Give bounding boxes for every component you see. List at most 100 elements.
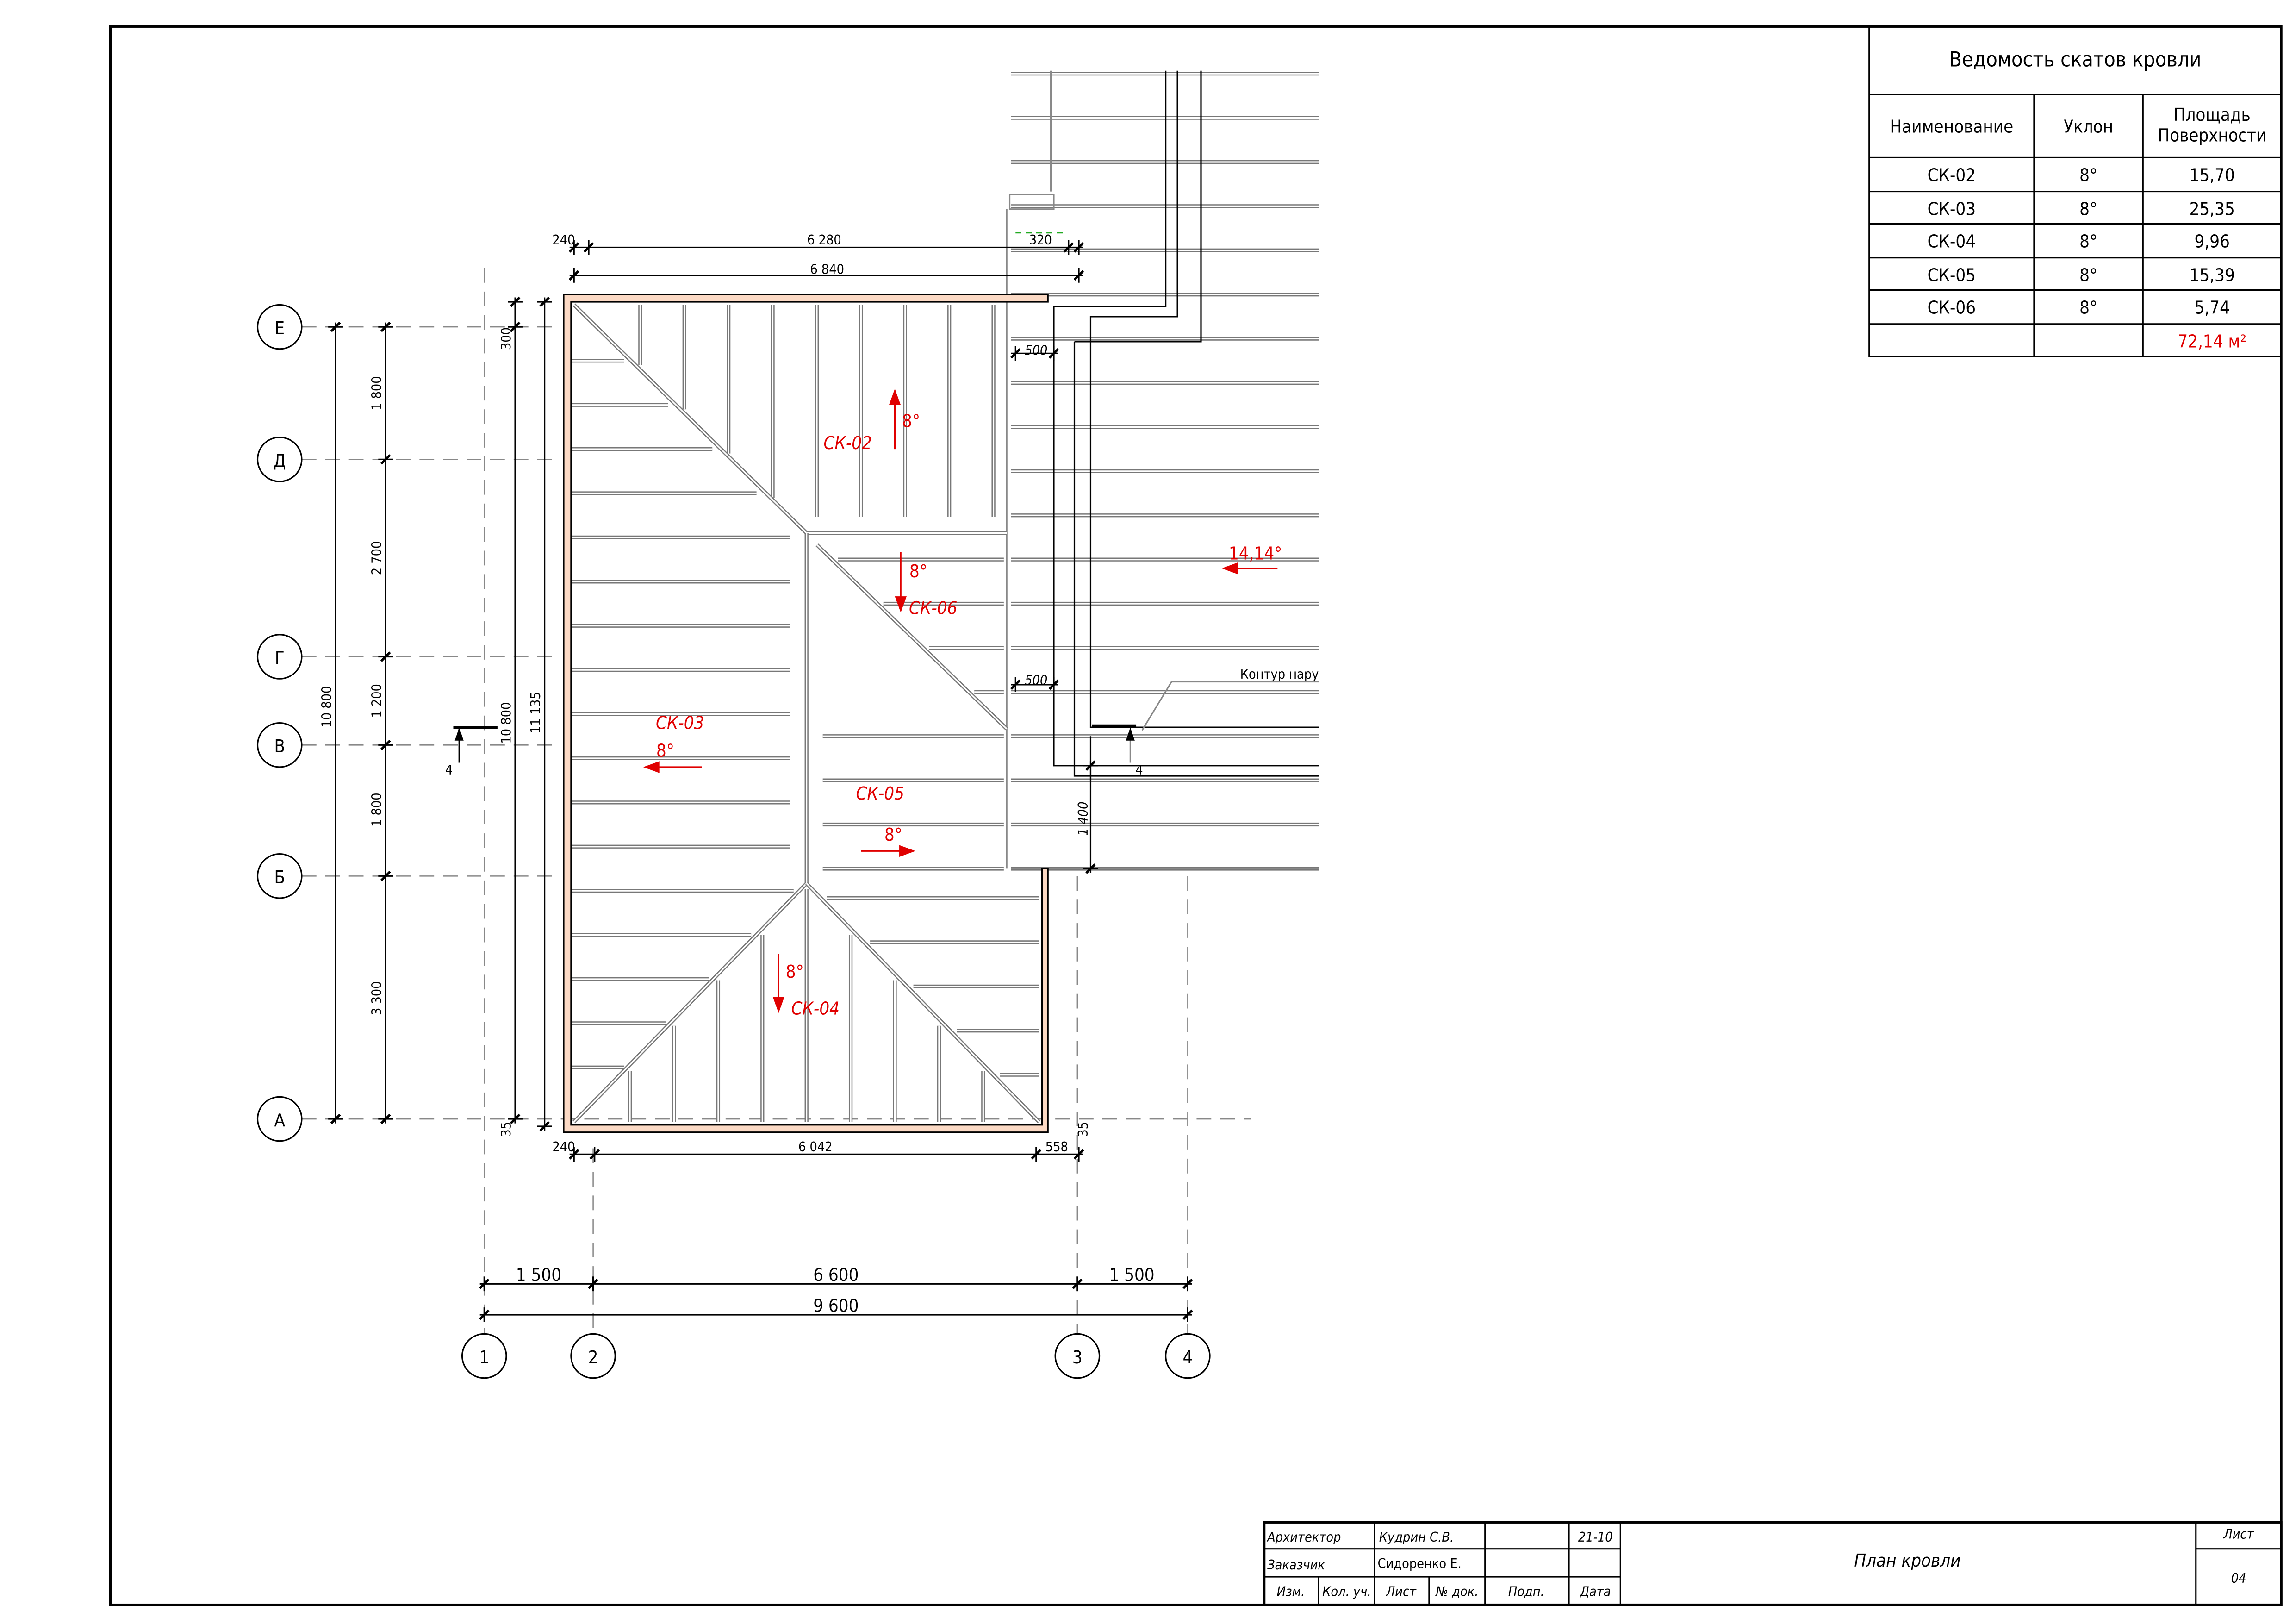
- label: СК-06: [909, 598, 957, 618]
- label: Контур нару: [1240, 666, 1319, 682]
- axis-marker-2: 2: [570, 1333, 616, 1379]
- label: 500: [1025, 672, 1047, 688]
- label: 1 200: [369, 684, 385, 718]
- label: № док.: [1435, 1583, 1478, 1599]
- label: 6 280: [807, 232, 841, 248]
- header-slope: Уклон: [2064, 116, 2113, 137]
- arrow-left-icon: [643, 761, 660, 773]
- label: 10 800: [498, 702, 514, 744]
- label: 1 800: [369, 793, 385, 827]
- label: СК-02: [1928, 165, 1976, 185]
- label: 8°: [2079, 165, 2097, 185]
- row-axis-markers: Е Д Г В Б А: [256, 304, 303, 1142]
- label: Подп.: [1508, 1583, 1544, 1599]
- slope-sk02: СК-02 8°: [824, 388, 920, 453]
- label: 1 800: [369, 376, 385, 410]
- label: 8°: [786, 962, 804, 982]
- axis-marker-E: Е: [256, 304, 303, 350]
- label: Архитектор: [1266, 1529, 1341, 1545]
- label: СК-04: [1928, 231, 1976, 251]
- label: 240: [552, 232, 575, 248]
- label: Д: [274, 450, 286, 471]
- axis-marker-V: В: [256, 722, 303, 768]
- label: Дата: [1580, 1583, 1611, 1599]
- label: 8°: [884, 824, 902, 845]
- label: Сидоренко Е.: [1378, 1555, 1462, 1571]
- axis-marker-4: 4: [1165, 1333, 1211, 1379]
- label: 4: [445, 762, 453, 778]
- axis-marker-1: 1: [461, 1333, 507, 1379]
- header-area: Площадь: [2174, 105, 2251, 125]
- slope-sk05: СК-05 8°: [856, 783, 916, 857]
- title-block: Архитектор Кудрин С.В. 21-10 Заказчик Си…: [1263, 1521, 2283, 1606]
- label: Е: [274, 318, 285, 338]
- label: В: [274, 736, 285, 756]
- label: А: [274, 1110, 285, 1131]
- label: 8°: [2079, 298, 2097, 318]
- table-row: СК-04 8° 9,96: [1928, 231, 2230, 251]
- label: 4: [1182, 1347, 1193, 1368]
- label: СК-06: [1928, 298, 1976, 318]
- label: СК-05: [1928, 265, 1976, 286]
- label: 1 400: [1075, 801, 1091, 836]
- label: 15,39: [2190, 265, 2235, 286]
- label: 10 800: [319, 686, 335, 728]
- contour-callout: Контур нару: [1141, 666, 1319, 731]
- label: Кол. уч.: [1322, 1583, 1371, 1599]
- table-row: СК-05 8° 15,39: [1928, 265, 2235, 286]
- label: 9,96: [2195, 231, 2230, 251]
- section-mark-left: 4: [445, 725, 498, 778]
- total-area: 72,14 м²: [2178, 331, 2246, 352]
- ridge-lines: [572, 303, 1041, 1124]
- axis-marker-D: Д: [256, 437, 303, 482]
- label: 6 840: [810, 262, 844, 277]
- label: 2 700: [369, 541, 385, 575]
- label: СК-05: [856, 783, 904, 804]
- label: 1: [479, 1347, 489, 1368]
- label: 3 300: [369, 981, 385, 1015]
- arrow-right-icon: [899, 845, 916, 857]
- label: 21-10: [1578, 1529, 1613, 1545]
- column-axis-markers: 1 2 3 4: [461, 1333, 1211, 1379]
- label: 25,35: [2190, 199, 2235, 219]
- header-name: Наименование: [1890, 116, 2013, 137]
- slope-existing: 14,14°: [1221, 543, 1282, 575]
- axis-marker-A: А: [256, 1096, 303, 1142]
- label: 8°: [656, 741, 674, 761]
- parapet-wall: [563, 294, 1049, 1133]
- axis-marker-3: 3: [1054, 1333, 1101, 1379]
- label: 8°: [2079, 199, 2097, 219]
- label: 8°: [2079, 231, 2097, 251]
- label: СК-03: [1928, 199, 1976, 219]
- sheet-number: 04: [2231, 1570, 2246, 1586]
- axis-grid-lines: [301, 268, 1251, 1334]
- label: 320: [1029, 232, 1052, 248]
- axis-marker-G: Г: [256, 634, 303, 680]
- new-roof: [563, 294, 1049, 1133]
- label: Б: [274, 867, 285, 887]
- label: 1 500: [516, 1265, 561, 1285]
- axis-marker-B: Б: [256, 853, 303, 899]
- slope-sk06: СК-06 8°: [895, 552, 957, 618]
- schedule-title: Ведомость скатов кровли: [1949, 48, 2202, 71]
- label: 558: [1045, 1139, 1068, 1155]
- label: 8°: [902, 411, 920, 431]
- label: 35: [1075, 1122, 1091, 1137]
- label: 300: [498, 327, 514, 350]
- label: Изм.: [1277, 1583, 1305, 1599]
- header-area-2: Поверхности: [2158, 125, 2266, 145]
- label: 14,14°: [1229, 543, 1282, 564]
- label: 6 600: [813, 1265, 859, 1285]
- existing-roof: [1006, 70, 1319, 871]
- label: СК-04: [791, 998, 840, 1018]
- sheet-title: План кровли: [1854, 1550, 1960, 1571]
- label: Кудрин С.В.: [1379, 1529, 1454, 1545]
- label: СК-03: [656, 712, 704, 733]
- label: 6 042: [798, 1139, 833, 1155]
- label: 8°: [2079, 265, 2097, 286]
- roof-slope-schedule: Ведомость скатов кровли Наименование Укл…: [1868, 25, 2282, 357]
- label: 240: [552, 1139, 575, 1155]
